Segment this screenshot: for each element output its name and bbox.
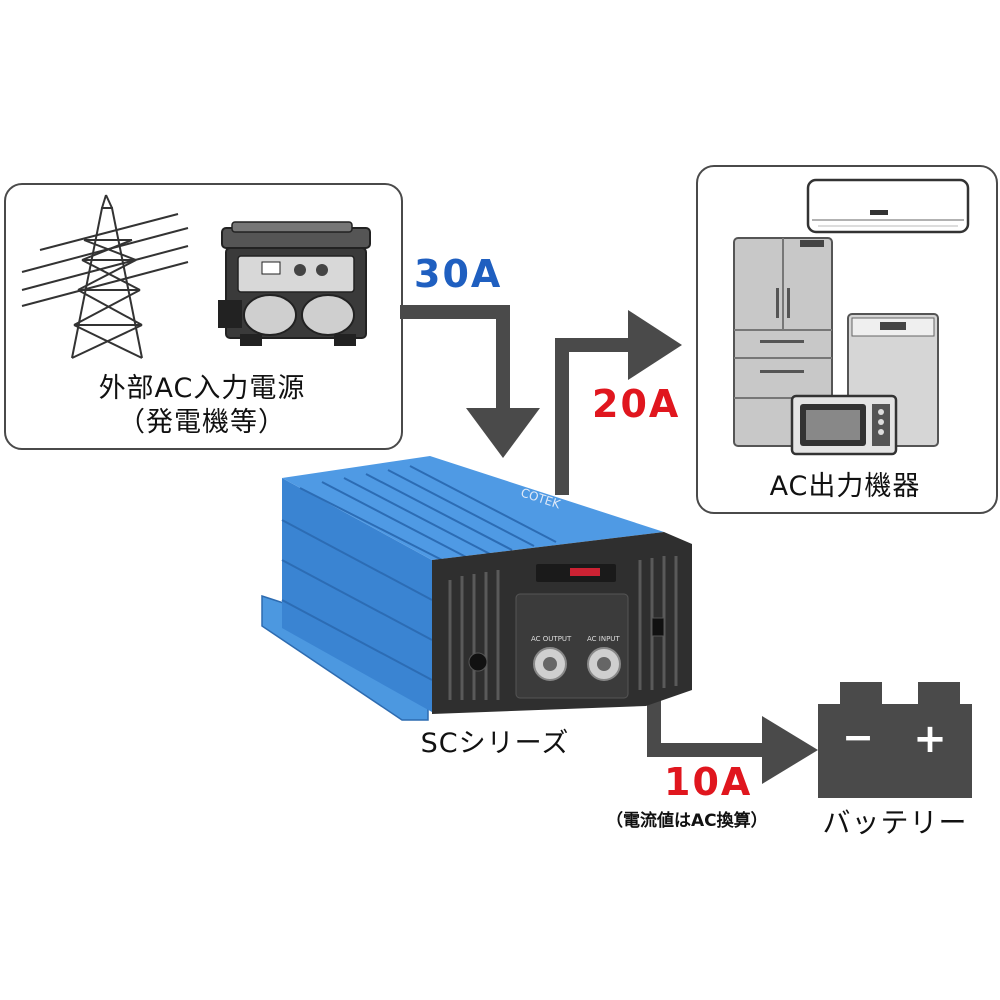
battery-current-value: 10A [664, 760, 753, 804]
transmission-tower-icon [21, 194, 189, 359]
refrigerator-icon [733, 237, 833, 447]
ac-output-port-label: AC OUTPUT [531, 635, 572, 643]
arrow-inverter-to-battery [647, 690, 818, 784]
microwave-icon [790, 394, 898, 456]
output-current-value: 20A [592, 382, 681, 426]
battery-current-note: （電流値はAC換算） [606, 811, 768, 831]
battery-minus-sign: − [842, 715, 874, 759]
arrow-input-to-inverter [400, 305, 540, 458]
input-source-label: 外部AC入力電源 （発電機等） [60, 372, 344, 440]
battery-icon [818, 682, 972, 798]
battery-plus-sign: + [913, 716, 947, 762]
air-conditioner-icon [806, 178, 970, 234]
arrow-inverter-to-devices [555, 310, 682, 495]
input-source-label-line1: 外部AC入力電源 [98, 373, 306, 404]
generator-icon [218, 221, 371, 346]
input-source-label-line2: （発電機等） [118, 407, 286, 438]
device-series-label: SCシリーズ [420, 728, 570, 759]
battery-label: バッテリー [822, 806, 968, 839]
input-current-value: 30A [414, 252, 503, 296]
ac-input-port-label: AC INPUT [587, 635, 620, 643]
inverter-device-image [261, 456, 692, 721]
output-devices-label: AC出力機器 [769, 471, 921, 502]
